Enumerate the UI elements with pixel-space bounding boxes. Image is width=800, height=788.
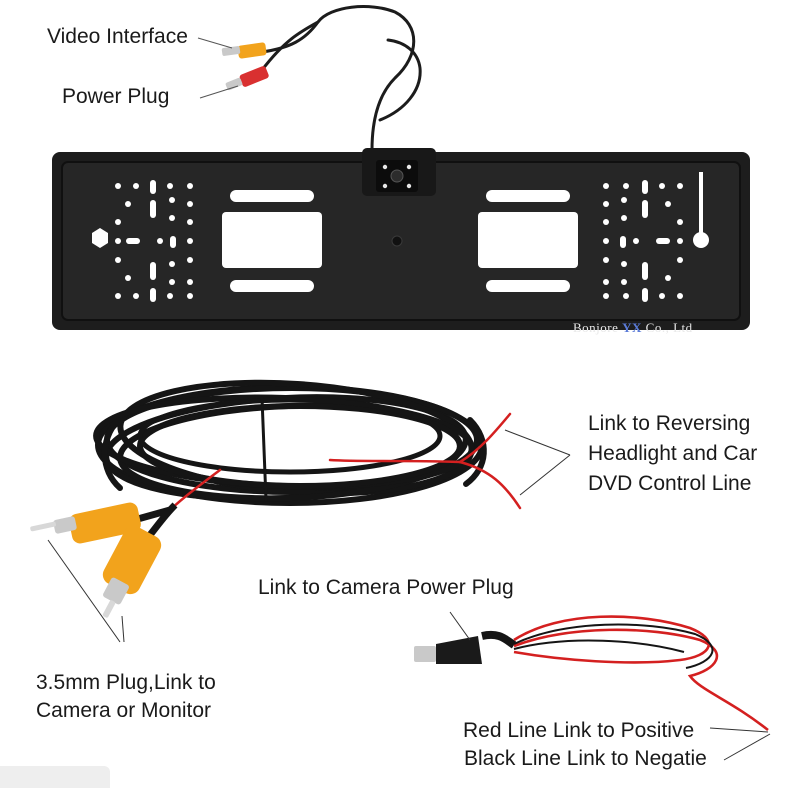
label-35mm-plug-1: 3.5mm Plug,Link to — [36, 671, 216, 694]
extension-rca-plug-1 — [30, 502, 171, 544]
label-power-plug: Power Plug — [62, 85, 170, 108]
corner-strip — [0, 766, 110, 788]
watermark-suffix: Co., Ltd — [641, 320, 693, 335]
label-link-reversing-2: Headlight and Car — [588, 442, 758, 465]
video-rca-plug — [221, 42, 267, 59]
leader-lines-top — [197, 37, 239, 99]
watermark-prefix: Bonjore — [573, 320, 623, 335]
frame-holes-right — [603, 180, 683, 302]
extension-rca-plug-2 — [102, 502, 178, 618]
watermark: Bonjore YX Co., Ltd — [573, 320, 693, 336]
label-red-line: Red Line Link to Positive — [463, 719, 695, 742]
license-plate-frame — [52, 148, 750, 330]
power-rca-plug — [225, 66, 269, 91]
dc-power-cable — [414, 615, 769, 732]
frame-holes-left — [115, 180, 193, 302]
label-black-line: Black Line Link to Negatie — [464, 747, 707, 770]
coiled-extension-cable — [93, 379, 487, 506]
watermark-accent: YX — [622, 320, 642, 335]
leader-lines — [47, 429, 771, 761]
camera-cable-top — [260, 5, 422, 152]
label-link-reversing-3: DVD Control Line — [588, 472, 752, 495]
label-35mm-plug-2: Camera or Monitor — [36, 699, 212, 722]
label-video-interface: Video Interface — [47, 25, 188, 48]
label-camera-power-plug: Link to Camera Power Plug — [258, 576, 514, 599]
label-link-reversing-1: Link to Reversing — [588, 412, 751, 435]
